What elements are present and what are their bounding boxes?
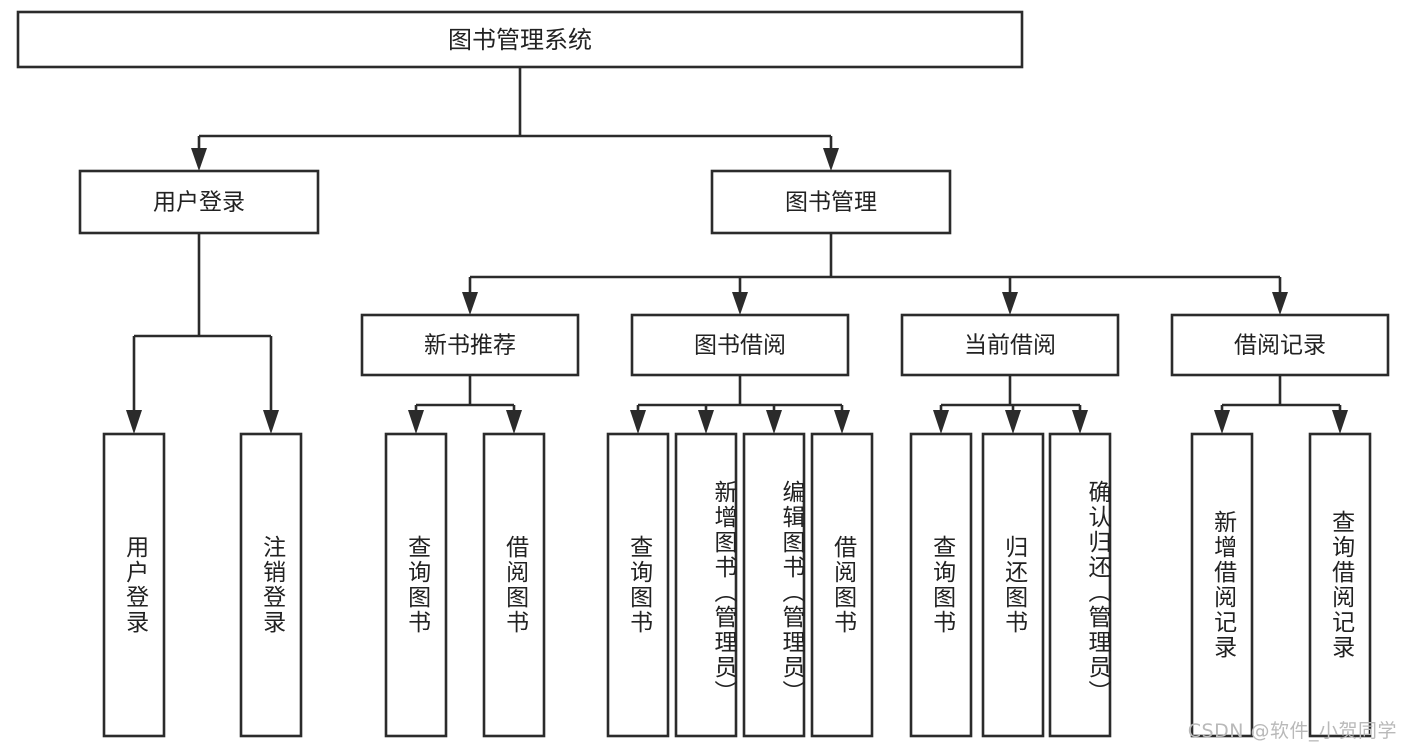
node-book-borrow-label: 图书借阅: [694, 333, 786, 359]
node-book-borrow-box[interactable]: [630, 313, 850, 377]
node-user-login-box[interactable]: [78, 169, 320, 235]
arrow-head-newbook-2: [506, 410, 522, 434]
arrow-head-current-2: [1005, 410, 1021, 434]
leaf-box-return-book[interactable]: [981, 432, 1045, 738]
arrow-head-login-2: [263, 410, 279, 434]
node-book-management-box[interactable]: [710, 169, 952, 235]
arrow-head-books-4: [1272, 292, 1288, 315]
leaf-box-query-book-1[interactable]: [384, 432, 448, 738]
edge-group-newbook: [408, 375, 522, 434]
arrow-head-books-1: [462, 292, 478, 315]
edge-group-record: [1214, 375, 1348, 434]
node-new-book-recommend[interactable]: 新书推荐: [360, 313, 580, 377]
node-book-management-label: 图书管理: [785, 190, 877, 216]
leaf-box-edit-book-admin[interactable]: [742, 432, 806, 738]
edge-group-login: [126, 233, 279, 434]
arrow-head-current-3: [1072, 410, 1088, 434]
node-root-system-box[interactable]: [16, 10, 1024, 69]
leaf-box-query-book-3[interactable]: [909, 432, 973, 738]
node-borrow-record-label: 借阅记录: [1234, 333, 1326, 359]
csdn-watermark: CSDN @软件_小贺同学: [1187, 720, 1397, 742]
leaf-box-borrow-book-1[interactable]: [482, 432, 546, 738]
arrow-head-record-2: [1332, 410, 1348, 434]
node-new-book-recommend-box[interactable]: [360, 313, 580, 377]
leaf-box-confirm-return-admin[interactable]: [1048, 432, 1112, 738]
leaf-box-add-borrow-record[interactable]: [1190, 432, 1254, 738]
leaf-box-logout[interactable]: [239, 432, 303, 738]
arrow-head-borrow-3: [766, 410, 782, 434]
edge-group-root: [191, 67, 839, 171]
arrow-head-current-1: [933, 410, 949, 434]
arrow-head-newbook-1: [408, 410, 424, 434]
node-new-book-recommend-label: 新书推荐: [424, 333, 516, 359]
arrow-head-borrow-2: [698, 410, 714, 434]
leaf-boxes-group: [102, 432, 1372, 738]
leaf-box-borrow-book-2[interactable]: [810, 432, 874, 738]
node-current-borrow-box[interactable]: [900, 313, 1120, 377]
arrow-head-borrow-1: [630, 410, 646, 434]
arrow-head-borrow-4: [834, 410, 850, 434]
node-root-system-label: 图书管理系统: [448, 26, 592, 54]
node-book-borrow[interactable]: 图书借阅: [630, 313, 850, 377]
edge-group-current: [933, 375, 1088, 434]
node-current-borrow-label: 当前借阅: [964, 333, 1056, 359]
leaf-box-user-login[interactable]: [102, 432, 166, 738]
arrow-head-login-1: [126, 410, 142, 434]
node-root-system[interactable]: 图书管理系统: [16, 10, 1024, 69]
node-book-management[interactable]: 图书管理: [710, 169, 952, 235]
node-borrow-record[interactable]: 借阅记录: [1170, 313, 1390, 377]
edge-group-borrow: [630, 375, 850, 434]
node-user-login[interactable]: 用户登录: [78, 169, 320, 235]
edge-group-books: [462, 233, 1288, 315]
node-current-borrow[interactable]: 当前借阅: [900, 313, 1120, 377]
arrow-head-books-3: [1002, 292, 1018, 315]
arrow-head-record-1: [1214, 410, 1230, 434]
node-user-login-label: 用户登录: [153, 190, 245, 216]
leaf-box-query-book-2[interactable]: [606, 432, 670, 738]
node-borrow-record-box[interactable]: [1170, 313, 1390, 377]
leaf-box-add-book-admin[interactable]: [674, 432, 738, 738]
arrow-head-root-2: [823, 148, 839, 171]
arrow-head-root-1: [191, 148, 207, 171]
arrow-head-books-2: [732, 292, 748, 315]
leaf-box-query-borrow-record[interactable]: [1308, 432, 1372, 738]
